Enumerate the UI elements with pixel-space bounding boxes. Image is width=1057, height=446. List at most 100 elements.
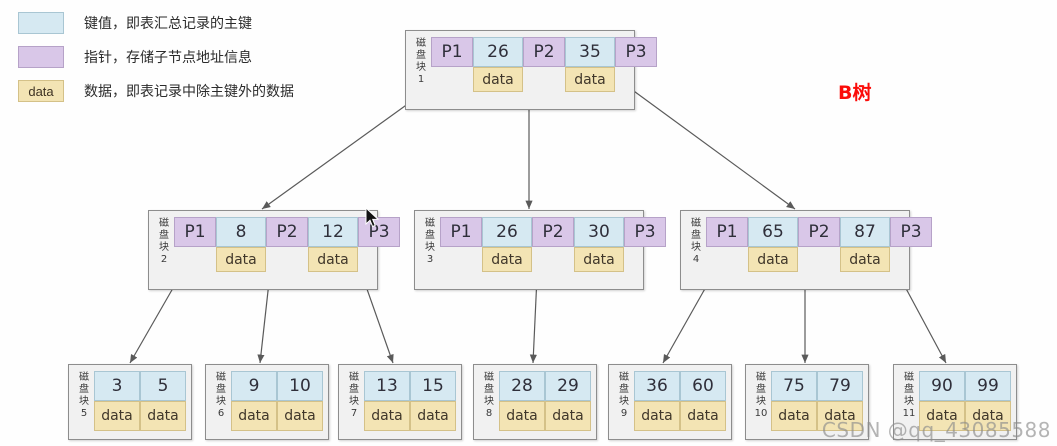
disk-block-number: 5	[80, 408, 88, 419]
data-cell-block-10-0[interactable]: data	[771, 401, 817, 431]
data-cell-block-6-0[interactable]: data	[231, 401, 277, 431]
data-cell-block-9-1[interactable]: data	[680, 401, 726, 431]
key-cell-65-block-4[interactable]: 65	[748, 217, 798, 247]
key-cell-26-block-3[interactable]: 26	[482, 217, 532, 247]
key-cell-29-block-8[interactable]: 29	[545, 371, 591, 401]
pointer-cell-P3-block-3[interactable]: P3	[624, 217, 666, 247]
legend-item-data: data 数据，即表记录中除主键外的数据	[18, 78, 294, 104]
key-cell-13-block-7[interactable]: 13	[364, 371, 410, 401]
key-cell-28-block-8[interactable]: 28	[499, 371, 545, 401]
pointer-cell-P3-block-2[interactable]: P3	[358, 217, 400, 247]
data-cell-block-4-3[interactable]: data	[840, 247, 890, 272]
data-cell-block-11-1[interactable]: data	[965, 401, 1011, 431]
data-cell-block-5-1[interactable]: data	[140, 401, 186, 431]
data-spacer	[890, 247, 932, 272]
data-cell-block-9-0[interactable]: data	[634, 401, 680, 431]
data-cell-block-4-1[interactable]: data	[748, 247, 798, 272]
pointer-cell-P2-block-4[interactable]: P2	[798, 217, 840, 247]
disk-block-number: 8	[485, 408, 493, 419]
key-cell-99-block-11[interactable]: 99	[965, 371, 1011, 401]
key-cell-75-block-10[interactable]: 75	[771, 371, 817, 401]
disk-block-number: 2	[160, 254, 168, 265]
key-cell-26-block-1[interactable]: 26	[473, 37, 523, 67]
key-cell-35-block-1[interactable]: 35	[565, 37, 615, 67]
legend-item-key: 键值，即表汇总记录的主键	[18, 10, 294, 36]
pointer-cell-P2-block-1[interactable]: P2	[523, 37, 565, 67]
disk-block-number: 6	[217, 408, 225, 419]
data-cell-block-10-1[interactable]: data	[817, 401, 863, 431]
data-spacer	[532, 247, 574, 272]
pointer-cell-P1-block-4[interactable]: P1	[706, 217, 748, 247]
key-cell-30-block-3[interactable]: 30	[574, 217, 624, 247]
key-cell-5-block-5[interactable]: 5	[140, 371, 186, 401]
data-cell-block-2-1[interactable]: data	[216, 247, 266, 272]
pointer-cell-P1-block-1[interactable]: P1	[431, 37, 473, 67]
pointer-cell-P1-block-3[interactable]: P1	[440, 217, 482, 247]
pointer-cell-P3-block-4[interactable]: P3	[890, 217, 932, 247]
legend-label-data: 数据，即表记录中除主键外的数据	[84, 84, 294, 100]
pointer-cell-P1-block-2[interactable]: P1	[174, 217, 216, 247]
pointer-cell-P3-block-1[interactable]: P3	[615, 37, 657, 67]
disk-block-number: 1	[417, 74, 425, 85]
data-row: data data	[706, 247, 932, 272]
data-cell-block-1-1[interactable]: data	[473, 67, 523, 92]
data-cell-block-7-1[interactable]: data	[410, 401, 456, 431]
data-cell-block-2-3[interactable]: data	[308, 247, 358, 272]
key-cell-3-block-5[interactable]: 3	[94, 371, 140, 401]
pointer-cell-P2-block-3[interactable]: P2	[532, 217, 574, 247]
data-cell-block-1-3[interactable]: data	[565, 67, 615, 92]
disk-block-number: 7	[350, 408, 358, 419]
key-cell-8-block-2[interactable]: 8	[216, 217, 266, 247]
data-cell-block-3-1[interactable]: data	[482, 247, 532, 272]
legend-swatch-data: data	[18, 80, 64, 102]
disk-block-number: 9	[620, 408, 628, 419]
data-cell-block-8-1[interactable]: data	[545, 401, 591, 431]
data-spacer	[431, 67, 473, 92]
data-spacer	[523, 67, 565, 92]
disk-block-number: 4	[692, 254, 700, 265]
data-spacer	[624, 247, 666, 272]
key-cell-15-block-7[interactable]: 15	[410, 371, 456, 401]
data-cell-block-6-1[interactable]: data	[277, 401, 323, 431]
key-cell-79-block-10[interactable]: 79	[817, 371, 863, 401]
key-cell-9-block-6[interactable]: 9	[231, 371, 277, 401]
data-cell-block-7-0[interactable]: data	[364, 401, 410, 431]
key-cell-12-block-2[interactable]: 12	[308, 217, 358, 247]
legend-swatch-pointer	[18, 46, 64, 68]
data-cell-block-5-0[interactable]: data	[94, 401, 140, 431]
key-cell-36-block-9[interactable]: 36	[634, 371, 680, 401]
key-cell-10-block-6[interactable]: 10	[277, 371, 323, 401]
key-cell-90-block-11[interactable]: 90	[919, 371, 965, 401]
data-cell-block-8-0[interactable]: data	[499, 401, 545, 431]
data-row: data data	[174, 247, 400, 272]
data-cell-block-11-0[interactable]: data	[919, 401, 965, 431]
data-spacer	[266, 247, 308, 272]
key-cell-60-block-9[interactable]: 60	[680, 371, 726, 401]
data-cell-block-3-3[interactable]: data	[574, 247, 624, 272]
key-cell-87-block-4[interactable]: 87	[840, 217, 890, 247]
pointer-cell-P2-block-2[interactable]: P2	[266, 217, 308, 247]
